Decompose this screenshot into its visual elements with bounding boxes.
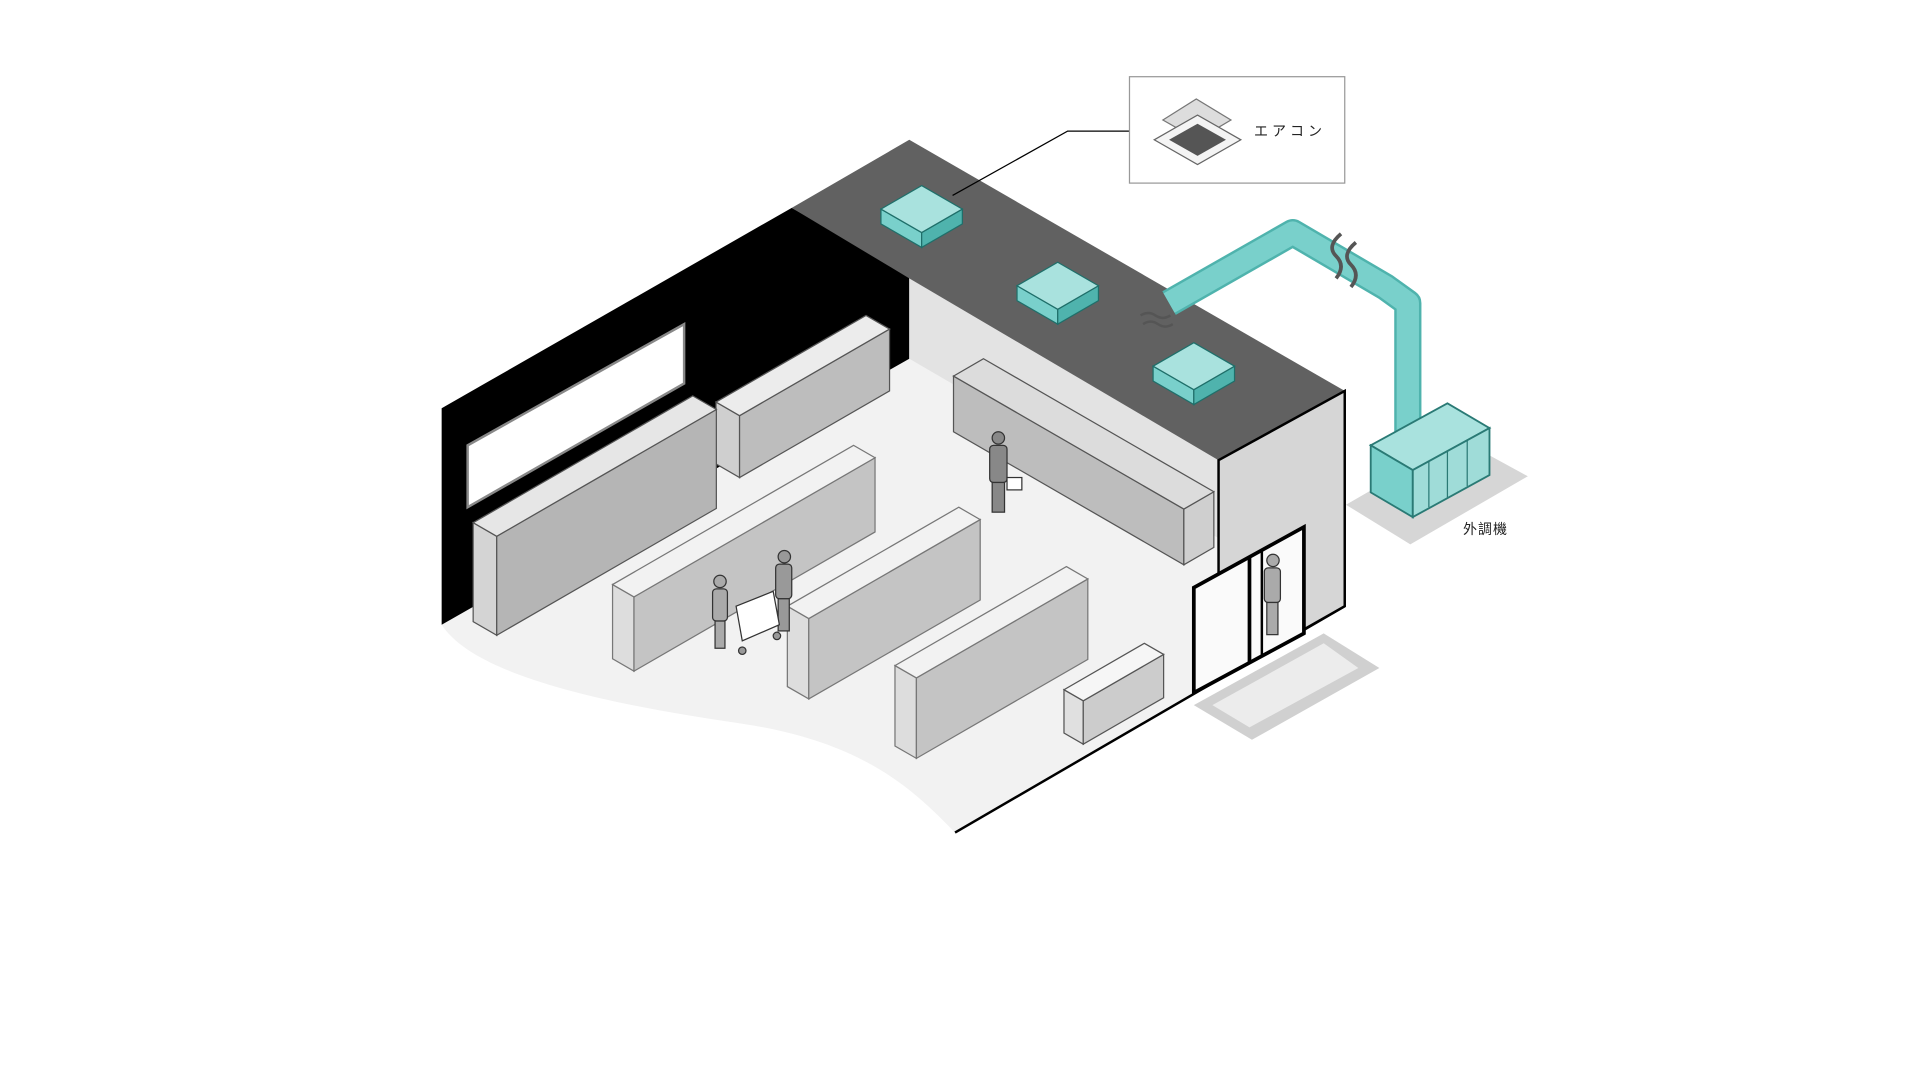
gondola-shelf [893, 565, 1090, 760]
callout-box [1128, 76, 1346, 184]
airflow-icon [1139, 311, 1174, 328]
customer-with-basket [989, 431, 1023, 513]
ac-callout-label: エアコン [1254, 124, 1326, 140]
basket-rack [1062, 642, 1165, 746]
customer-with-cart [735, 549, 793, 656]
customer-browsing [711, 574, 729, 649]
outdoor-air-handler [1368, 402, 1492, 519]
air-duct [1139, 218, 1422, 446]
produce-bin [714, 314, 891, 479]
ceiling-ac-unit [1015, 261, 1100, 326]
ceiling-ac-unit [1151, 341, 1236, 406]
ceiling-ac-units [879, 184, 1236, 406]
customer-at-door [1263, 553, 1282, 636]
gondola-shelf [611, 444, 877, 673]
store-fixtures [471, 314, 1216, 760]
freezer-case [471, 395, 718, 637]
callout-leader-line [952, 130, 1130, 197]
ceiling-ac-unit [879, 184, 964, 249]
entrance-mat-inner [1212, 643, 1359, 728]
outdoor-unit-label: 外調機 [1463, 522, 1508, 538]
customers [711, 431, 1282, 656]
gondola-shelf [786, 506, 982, 701]
produce-bin-right [952, 358, 1216, 566]
wall-window [466, 322, 686, 510]
ceiling-cassette-ac-icon [1152, 98, 1243, 166]
duct-break-icon [1330, 232, 1358, 289]
